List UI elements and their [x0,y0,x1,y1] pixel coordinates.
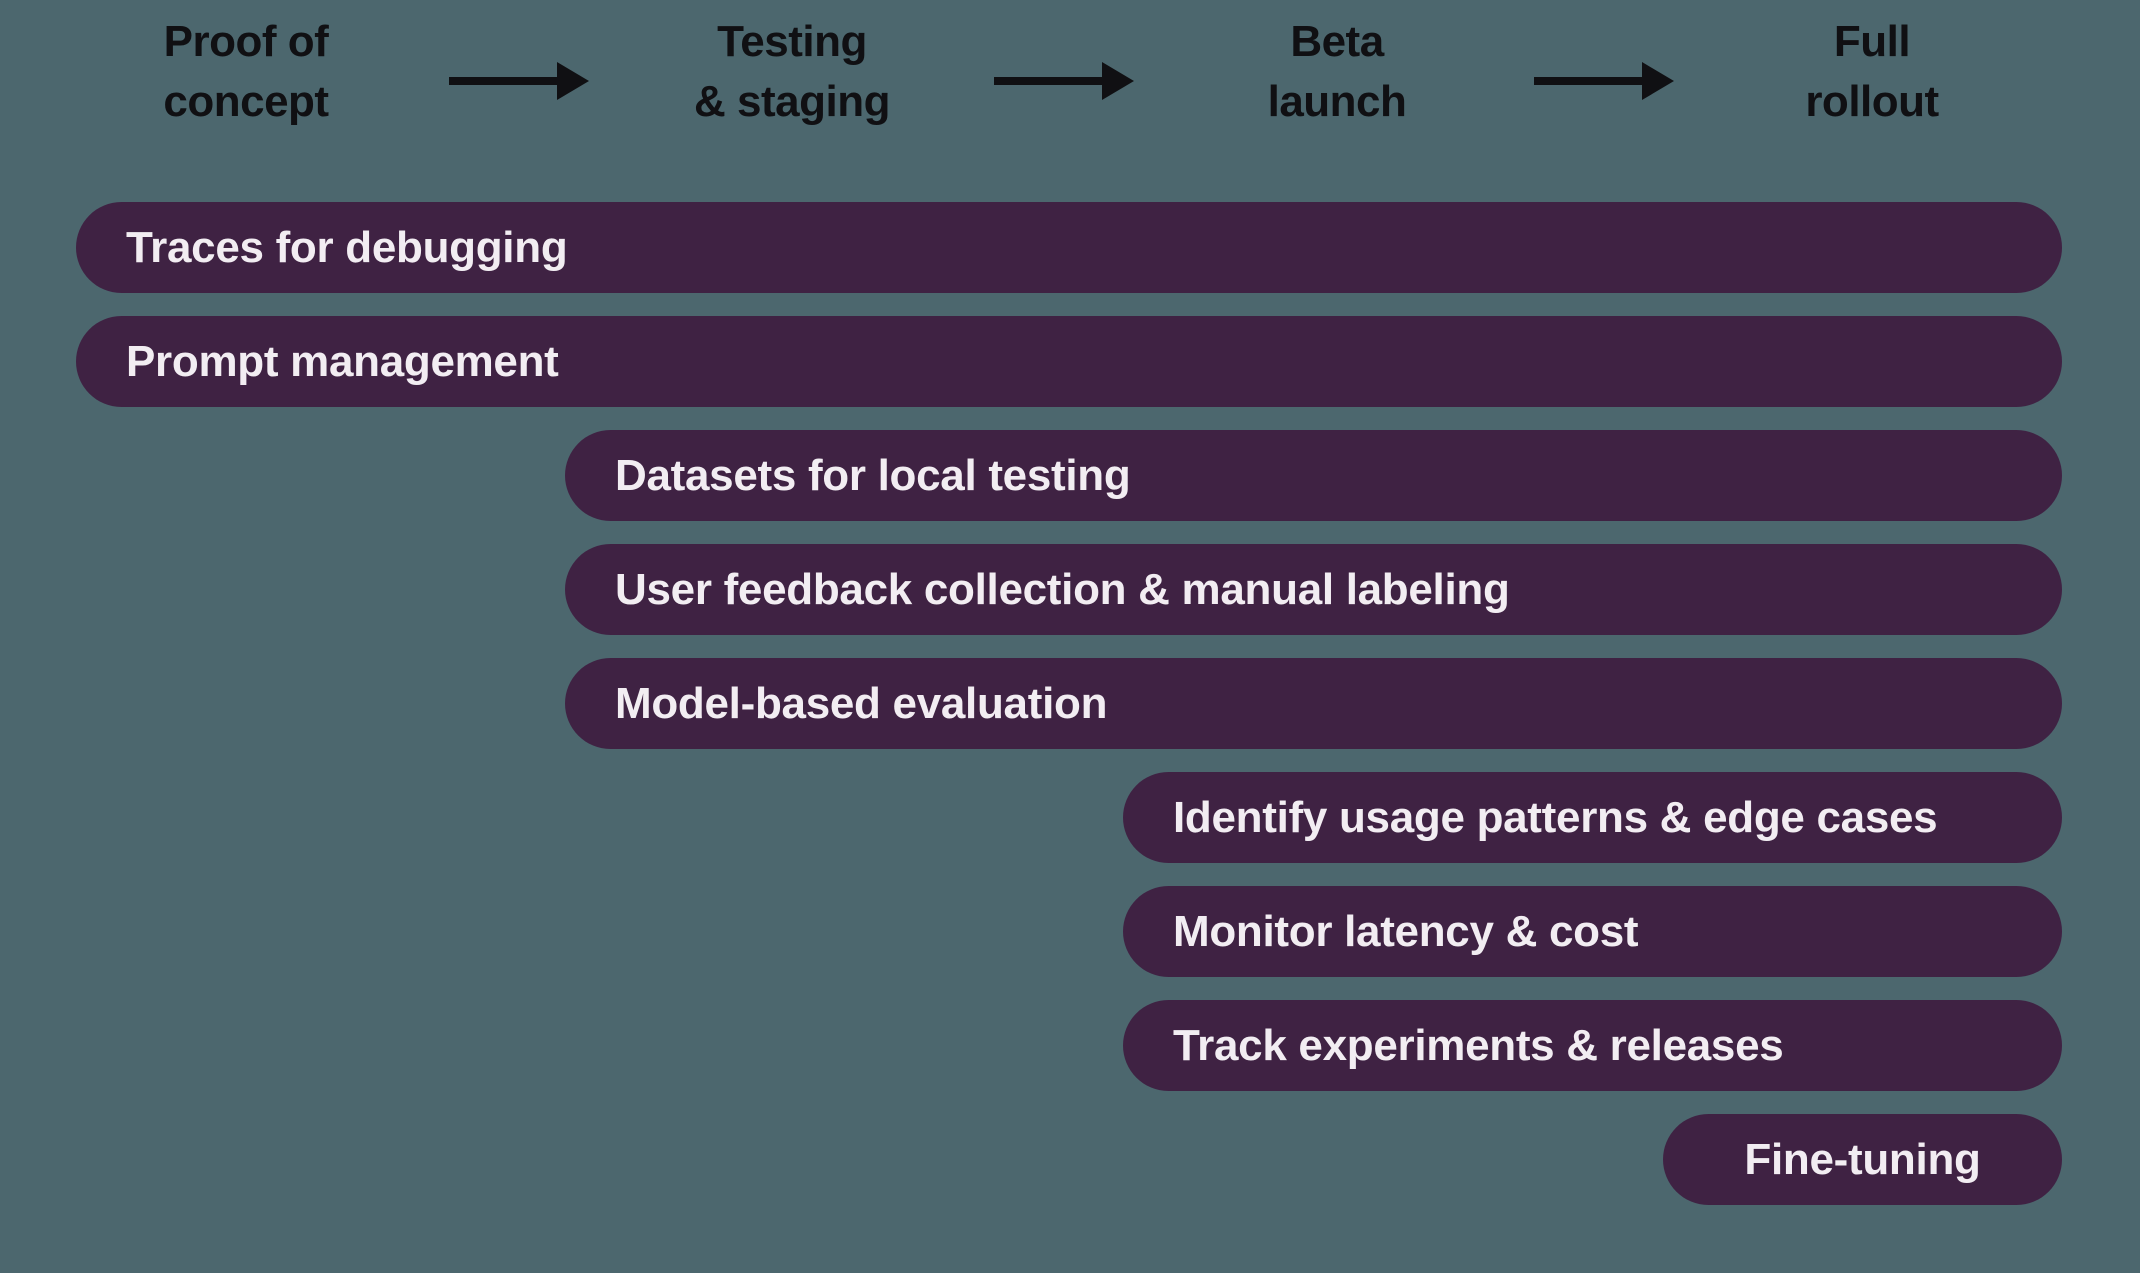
bar-label: Model-based evaluation [615,678,1108,728]
bar-user-feedback-collection: User feedback collection & manual labeli… [565,544,2062,635]
arrow-head [557,62,589,100]
bar-traces-for-debugging: Traces for debugging [76,202,2062,293]
bar-identify-usage-patterns: Identify usage patterns & edge cases [1123,772,2062,863]
bar-prompt-management: Prompt management [76,316,2062,407]
bar-label: Fine-tuning [1744,1134,1981,1184]
stage-header-beta-launch: Beta launch [1117,12,1557,132]
bar-label: Identify usage patterns & edge cases [1173,792,1938,842]
arrow-head [1642,62,1674,100]
bar-model-based-evaluation: Model-based evaluation [565,658,2062,749]
stage-label-line: rollout [1805,77,1939,126]
bar-label: Datasets for local testing [615,450,1131,500]
stage-label-line: launch [1267,77,1407,126]
stage-label-line: Testing [717,17,867,66]
bar-fine-tuning: Fine-tuning [1663,1114,2062,1205]
stage-header-full-rollout: Full rollout [1652,12,2092,132]
bar-track-experiments-releases: Track experiments & releases [1123,1000,2062,1091]
arrow-shaft [1534,77,1642,85]
flow-arrow-icon [994,62,1134,100]
flow-arrow-icon [1534,62,1674,100]
stage-label-line: Full [1833,17,1911,66]
stage-label-line: Beta [1290,17,1384,66]
arrow-head [1102,62,1134,100]
bar-label: Prompt management [126,336,559,386]
bar-label: Traces for debugging [126,222,568,272]
bar-datasets-for-local-testing: Datasets for local testing [565,430,2062,521]
arrow-shaft [994,77,1102,85]
stage-header-testing-staging: Testing & staging [572,12,1012,132]
bar-label: User feedback collection & manual labeli… [615,564,1510,614]
bar-label: Track experiments & releases [1173,1020,1784,1070]
stage-label-line: & staging [694,77,890,126]
stage-header-proof-of-concept: Proof of concept [26,12,466,132]
arrow-shaft [449,77,557,85]
bar-monitor-latency-cost: Monitor latency & cost [1123,886,2062,977]
stage-label-line: concept [163,77,329,126]
bar-label: Monitor latency & cost [1173,906,1639,956]
stage-label-line: Proof of [163,17,329,66]
flow-arrow-icon [449,62,589,100]
